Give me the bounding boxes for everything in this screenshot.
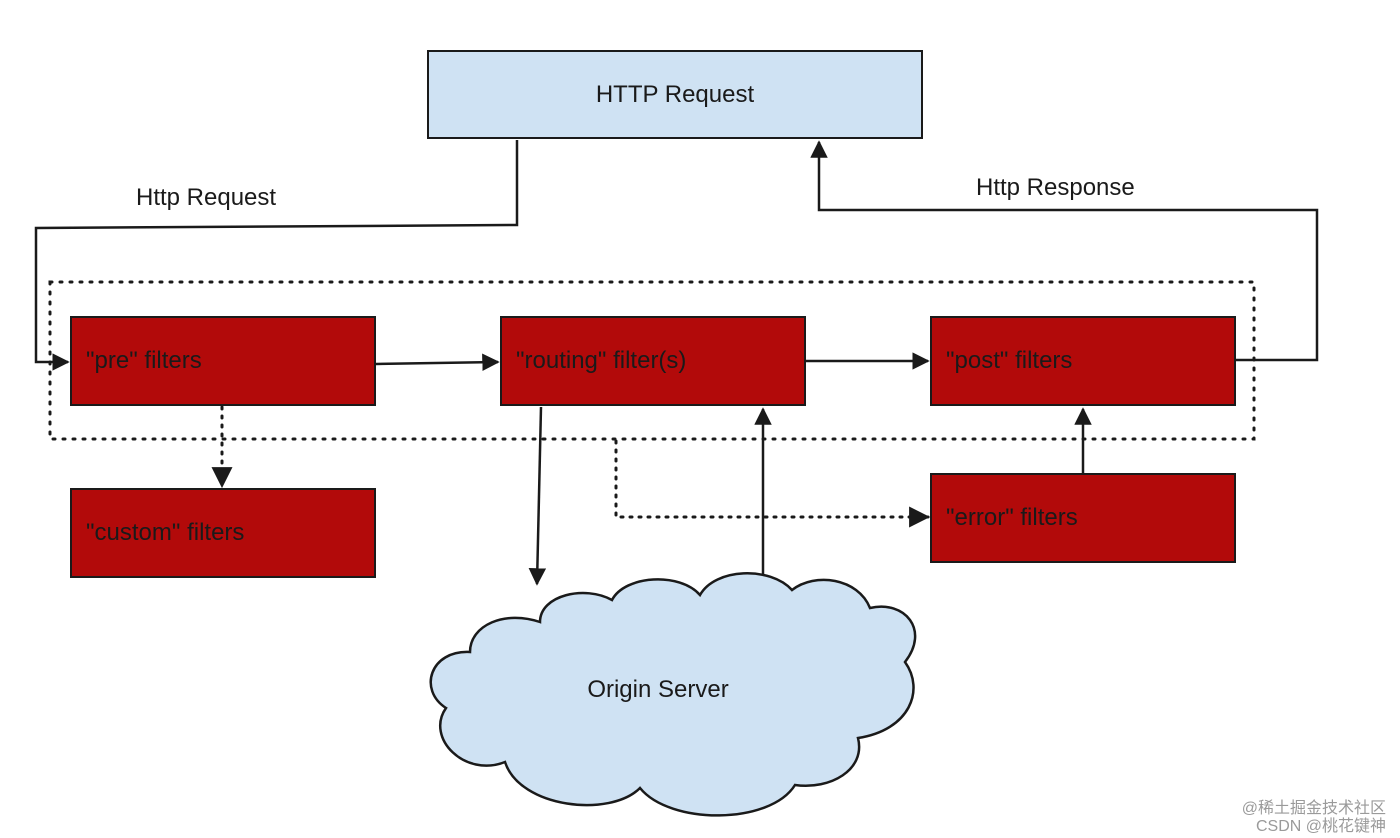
origin-server-label: Origin Server bbox=[587, 676, 729, 703]
http-response-edge-label: Http Response bbox=[976, 174, 1135, 201]
routing-to-origin-arrow bbox=[528, 406, 547, 586]
origin-server-cloud bbox=[429, 572, 917, 817]
pre-to-routing-arrow bbox=[375, 353, 500, 372]
watermark-line-1: @稀土掘金技术社区 bbox=[1241, 800, 1386, 817]
post-filters-label: "post" filters bbox=[946, 347, 1073, 374]
response-flow-arrow bbox=[810, 140, 1319, 362]
routing-filters-box: "routing" filter(s) bbox=[500, 316, 806, 406]
to-error-arrow bbox=[614, 439, 931, 528]
request-flow-arrow bbox=[34, 140, 519, 371]
pre-filters-label: "pre" filters bbox=[86, 347, 202, 374]
http-request-box: HTTP Request bbox=[427, 50, 923, 139]
http-request-edge-label: Http Request bbox=[136, 184, 277, 211]
watermark-line-2: CSDN @桃花键神 bbox=[1255, 818, 1386, 835]
post-filters-box: "post" filters bbox=[930, 316, 1236, 406]
routing-filters-label: "routing" filter(s) bbox=[516, 347, 687, 374]
custom-filters-label: "custom" filters bbox=[86, 519, 245, 546]
pre-filters-box: "pre" filters bbox=[70, 316, 376, 406]
error-filters-box: "error" filters bbox=[930, 473, 1236, 563]
error-filters-label: "error" filters bbox=[946, 504, 1078, 531]
http-request-box-label: HTTP Request bbox=[595, 80, 755, 108]
custom-filters-box: "custom" filters bbox=[70, 488, 376, 578]
